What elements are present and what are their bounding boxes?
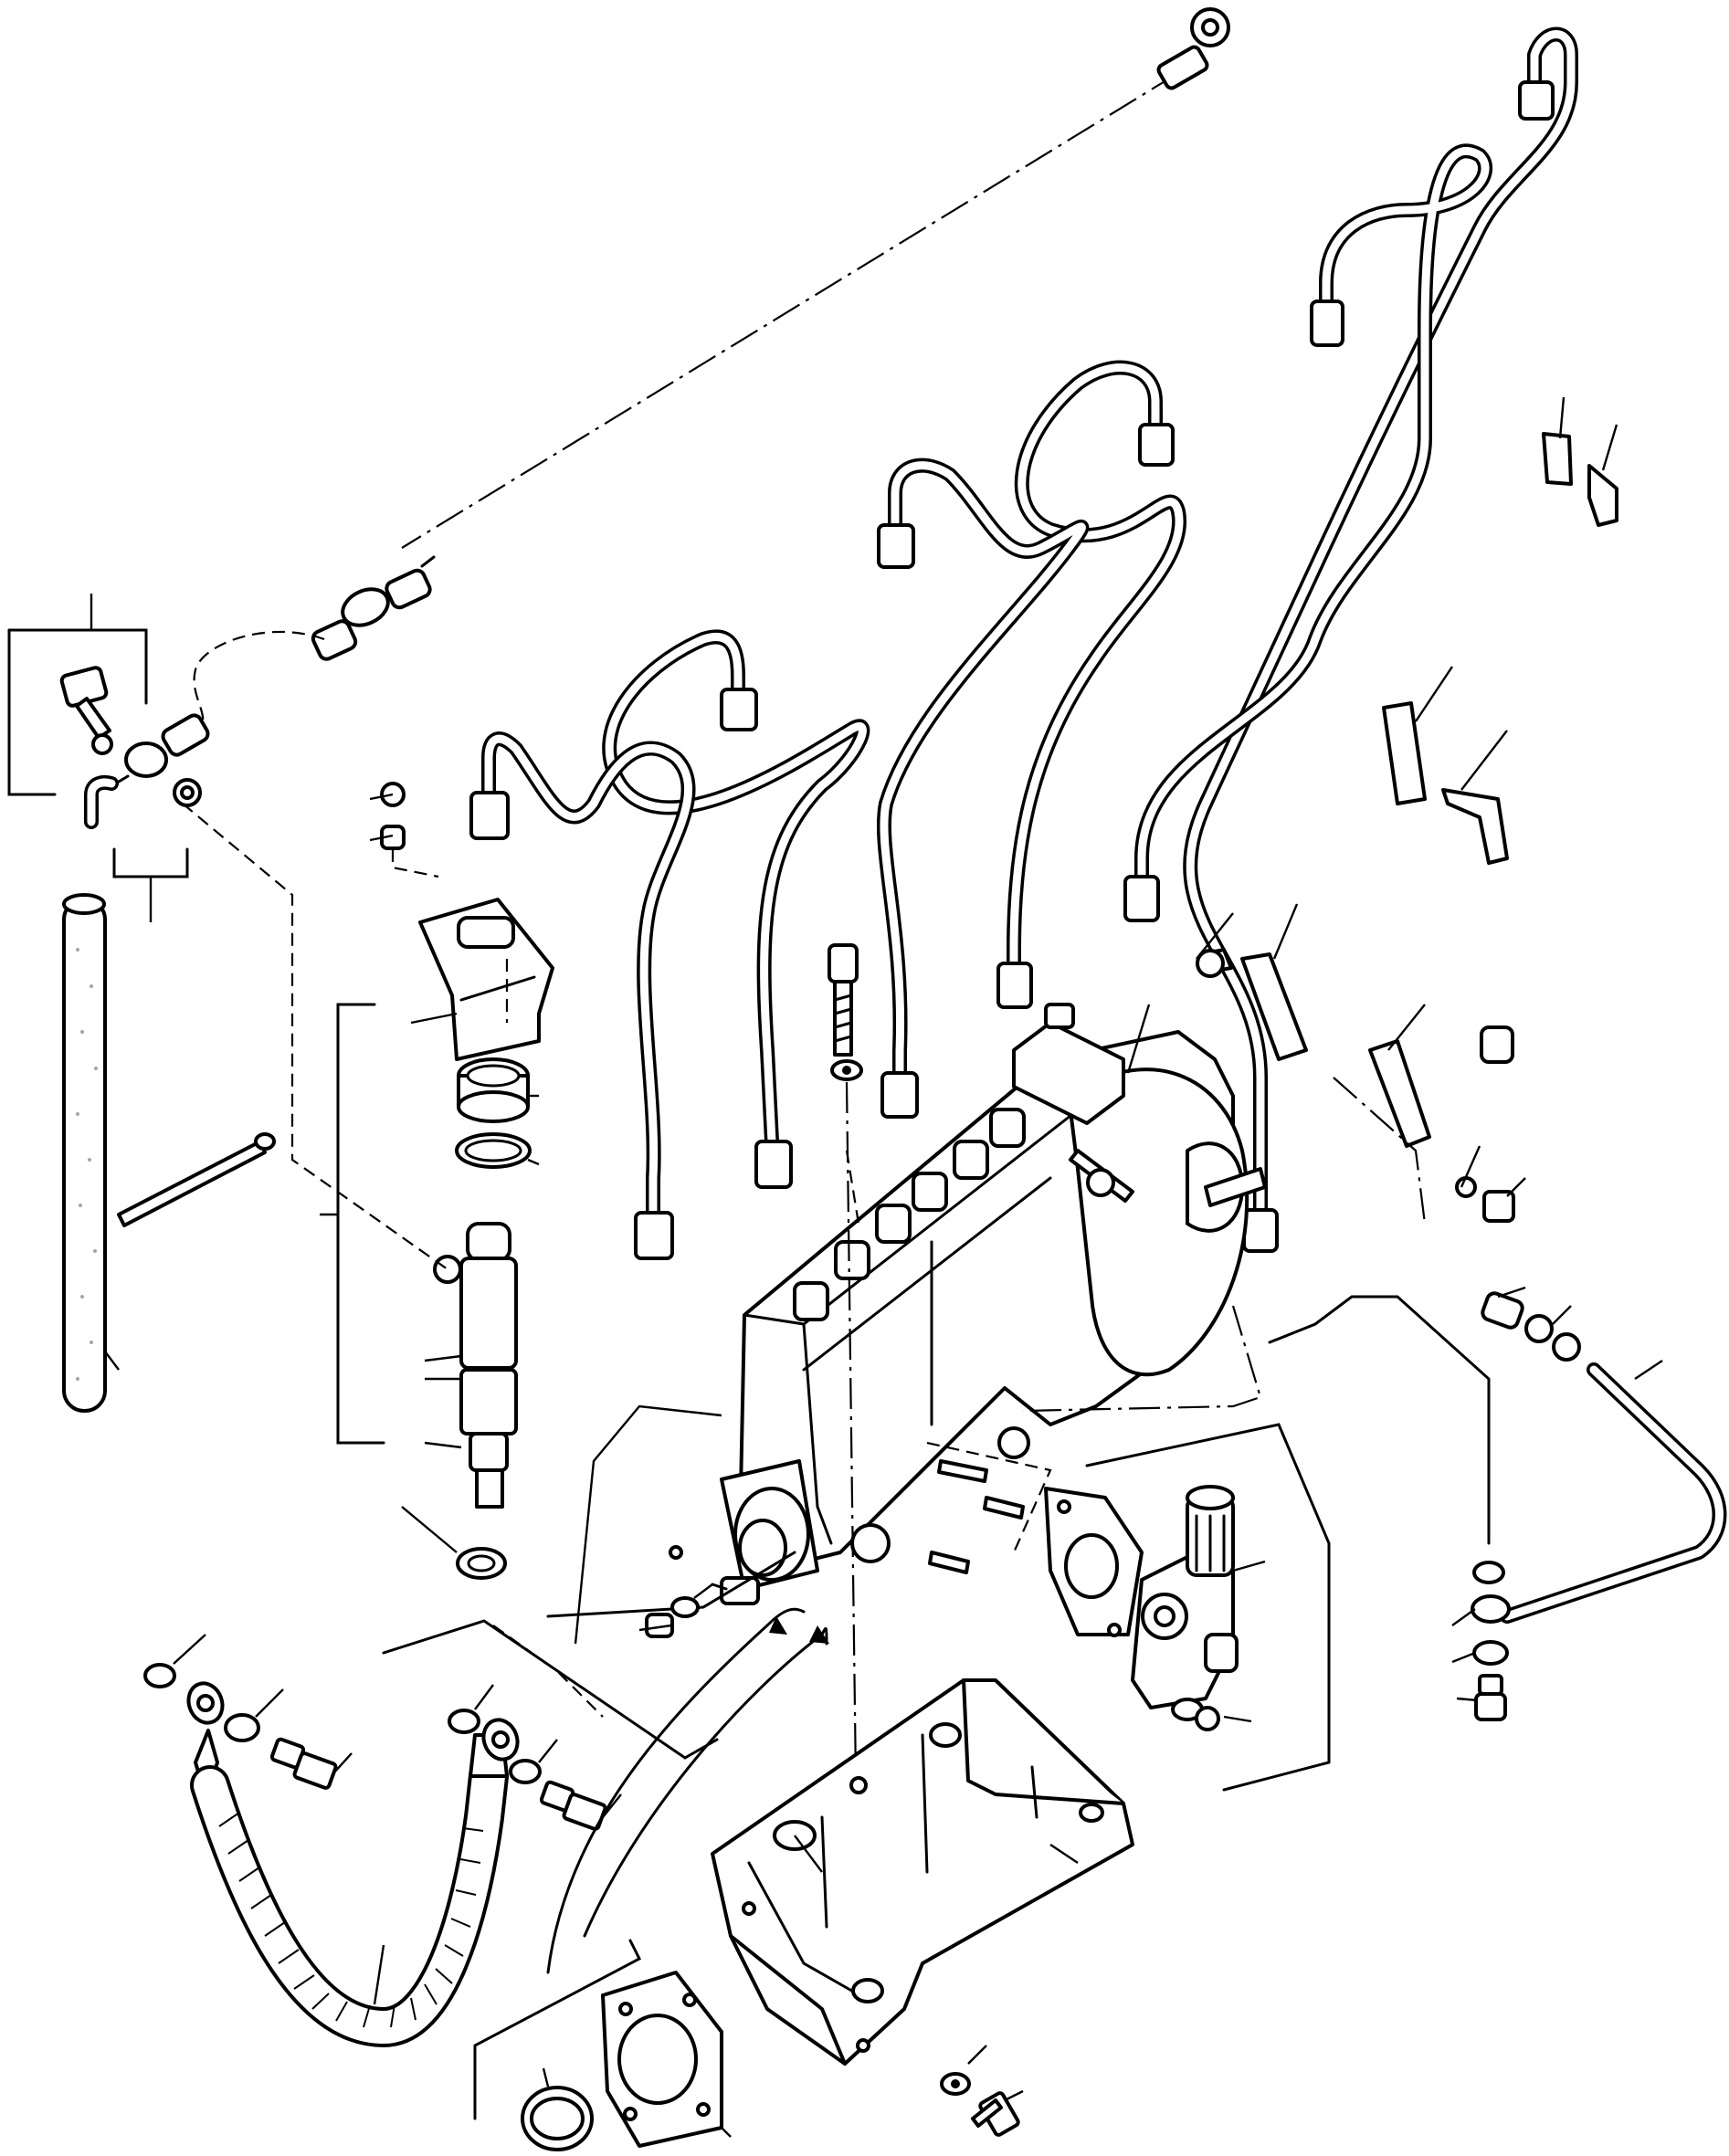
assembly-guide — [583, 1626, 828, 1938]
fuel-hose-left — [143, 1634, 558, 2047]
bracket-line — [7, 628, 148, 705]
return-union — [311, 555, 436, 661]
callout-leader — [1049, 1844, 1079, 1864]
pump-mounting-bracket — [711, 1678, 1134, 2066]
dashed-connection — [182, 803, 448, 1270]
banjo-fitting-top — [1156, 7, 1230, 90]
flange-gasket — [601, 1971, 732, 2148]
overflow-fittings — [1451, 1561, 1511, 1721]
o-ring — [455, 1132, 540, 1169]
bracket-line — [7, 628, 57, 796]
pipe-nut — [1518, 80, 1555, 121]
pipe-nut — [1242, 1208, 1279, 1253]
bracket-lower — [1368, 1004, 1431, 1148]
feed-pump-body — [1131, 1485, 1239, 1709]
hex-nuts — [1455, 1025, 1526, 1223]
injection-pipes — [469, 26, 1578, 1260]
center-line — [401, 72, 1179, 549]
clip-pair — [1542, 396, 1618, 527]
pipe-nut — [469, 791, 510, 840]
elbow-hose-fitting — [84, 774, 119, 829]
center-line — [1333, 1077, 1427, 1225]
nozzle-washer — [401, 1506, 507, 1580]
hose-banjo-bolts — [269, 1737, 622, 1831]
dashed-connection — [492, 1625, 604, 1718]
feed-pump-mount-studs — [926, 1441, 1052, 1574]
bracket-line — [382, 1619, 719, 1760]
pipe-nut — [720, 688, 758, 731]
seal-ring-upper — [457, 1057, 539, 1123]
callout-leader — [1126, 1004, 1151, 1074]
dashed-connection — [193, 630, 325, 731]
drain-tube — [62, 893, 120, 1413]
cotter-pin — [117, 1132, 276, 1227]
injection-pipe-1 — [1183, 26, 1578, 1253]
overflow-pipe — [1500, 1360, 1727, 1624]
pipe-nut — [634, 1211, 674, 1260]
banjo-bolt-left — [59, 666, 113, 755]
pump-flange — [711, 1459, 819, 1605]
pipe-nut — [1123, 875, 1160, 922]
callout-leader — [574, 1404, 722, 1645]
bracket-line — [473, 1939, 641, 2120]
bracket-line — [1268, 1295, 1491, 1545]
bracket-bolt — [940, 2045, 1024, 2137]
bracket-line — [112, 847, 189, 878]
injection-pipe-6 — [469, 731, 696, 1260]
pipe-nut — [880, 1071, 919, 1119]
pipe-nut — [1310, 300, 1344, 347]
assembly-guide — [546, 1607, 806, 1974]
nozzle-holder-clamp — [410, 898, 554, 1061]
feed-pump-washers — [1171, 1698, 1252, 1731]
callout-leader — [794, 1835, 823, 1873]
bracket-line — [1085, 1423, 1331, 1792]
dashed-connection — [845, 1150, 860, 1225]
callout-leader — [373, 1944, 385, 2005]
bracket-line — [336, 1003, 385, 1445]
nozzle-holder — [424, 1222, 518, 1509]
feed-pump-gasket — [1044, 1487, 1144, 1637]
injector-assembly — [182, 782, 554, 1580]
small-nuts — [369, 782, 439, 878]
leak-off-line — [7, 7, 1230, 922]
pipe-nut — [1138, 423, 1175, 467]
overflow-valve — [1481, 1286, 1581, 1362]
oil-seal — [521, 2067, 594, 2151]
injection-pipe-3 — [996, 360, 1187, 1009]
pipe-nut — [996, 962, 1033, 1009]
injection-pipe-5 — [602, 629, 870, 1189]
flange-small-parts — [638, 1545, 713, 1638]
callout-leader — [104, 1351, 120, 1371]
bracket-middle — [1196, 903, 1308, 1061]
pipe-nut — [754, 1140, 793, 1189]
tee-fitting — [108, 713, 210, 807]
feed-pump — [1044, 1423, 1331, 1792]
pipe-nut — [877, 523, 915, 569]
callout-leader — [1232, 1560, 1266, 1572]
injection-pump-body — [574, 1003, 1267, 1645]
center-line — [1022, 1305, 1262, 1413]
delivery-valves — [793, 1108, 1026, 1321]
governor-housing — [1012, 1003, 1267, 1233]
control-lever — [1069, 1149, 1134, 1203]
bracket-line — [546, 1551, 796, 1618]
injection-pipe-2 — [1123, 143, 1492, 922]
injection-pipe-4 — [877, 457, 1090, 1119]
right-brackets — [1022, 396, 1727, 1721]
bracket-upper — [1382, 666, 1509, 865]
